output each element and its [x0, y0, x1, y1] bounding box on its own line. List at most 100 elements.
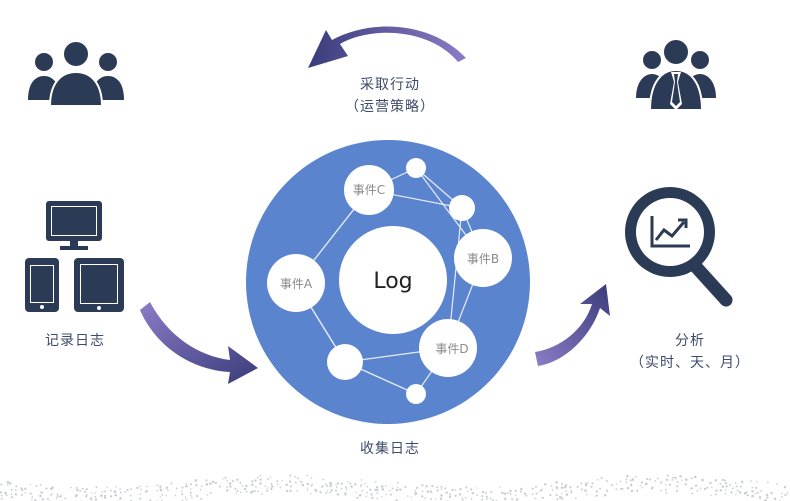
- wave-dot: [619, 487, 622, 490]
- wave-dot: [24, 492, 26, 494]
- wave-dot: [410, 496, 412, 499]
- wave-dot: [226, 479, 228, 482]
- wave-dot: [444, 487, 447, 490]
- wave-dot: [754, 492, 757, 495]
- wave-dot: [50, 487, 53, 490]
- wave-dot: [676, 489, 679, 492]
- wave-dot: [214, 481, 217, 485]
- wave-dot: [674, 476, 677, 480]
- wave-dot: [264, 485, 266, 487]
- wave-dot: [459, 487, 462, 491]
- wave-dot: [311, 483, 314, 486]
- wave-dot: [39, 494, 42, 498]
- wave-dot: [370, 493, 373, 496]
- wave-dot: [665, 484, 667, 486]
- wave-dot: [690, 487, 692, 490]
- wave-dot: [426, 490, 430, 493]
- wave-dot: [481, 490, 485, 494]
- wave-dot: [736, 489, 739, 492]
- wave-dot: [721, 485, 725, 488]
- wave-dot: [306, 487, 309, 489]
- wave-dot: [660, 489, 662, 492]
- wave-dot: [161, 494, 164, 496]
- wave-dot: [356, 496, 359, 499]
- wave-dot: [340, 483, 343, 485]
- wave-dot: [130, 488, 133, 491]
- wave-dot: [476, 494, 479, 497]
- wave-dot: [470, 488, 473, 491]
- wave-dot: [660, 481, 663, 484]
- wave-dot: [759, 498, 761, 500]
- wave-dot: [45, 487, 48, 490]
- wave-dot: [310, 492, 312, 495]
- wave-dot: [170, 482, 173, 485]
- small-node-top: [406, 158, 426, 178]
- wave-dot: [599, 487, 602, 490]
- wave-dot: [0, 483, 3, 486]
- wave-dot: [525, 494, 528, 497]
- wave-dot: [684, 478, 688, 481]
- wave-dot: [511, 498, 514, 501]
- wave-dot: [194, 479, 198, 482]
- wave-dot: [159, 496, 162, 498]
- wave-dot: [175, 487, 178, 490]
- wave-dot: [254, 479, 257, 482]
- wave-dot: [241, 485, 244, 487]
- wave-dot: [249, 491, 253, 494]
- wave-dot: [481, 498, 484, 501]
- left-arrow: [140, 302, 258, 384]
- wave-dot: [59, 495, 62, 498]
- wave-dot: [389, 489, 392, 492]
- wave-dot: [345, 486, 348, 489]
- event-c-node: [344, 165, 394, 215]
- wave-dot: [205, 483, 209, 486]
- wave-dot: [750, 480, 752, 482]
- wave-dot: [565, 493, 569, 496]
- wave-dot: [75, 486, 78, 490]
- wave-dot: [715, 489, 718, 492]
- wave-dot: [714, 479, 718, 482]
- wave-dot: [576, 485, 579, 488]
- event-a-label: 事件A: [280, 277, 313, 291]
- wave-dot: [414, 493, 417, 496]
- wave-dot: [767, 481, 769, 484]
- wave-dot: [756, 481, 758, 483]
- wave-dot: [464, 496, 467, 499]
- wave-dot: [490, 491, 493, 494]
- wave-dot: [270, 485, 274, 488]
- wave-dot: [376, 488, 379, 492]
- wave-dot: [595, 490, 599, 493]
- wave-dot: [399, 488, 402, 491]
- wave-dot: [541, 496, 544, 499]
- wave-dot: [251, 484, 254, 487]
- wave-dot: [288, 480, 292, 483]
- wave-dot: [259, 478, 262, 481]
- wave-dot: [371, 496, 374, 500]
- wave-dot: [94, 492, 97, 495]
- wave-dot: [360, 479, 363, 481]
- wave-dot: [266, 478, 269, 481]
- wave-dot: [196, 494, 199, 498]
- wave-dot: [139, 497, 142, 500]
- wave-dot: [556, 488, 558, 490]
- wave-dot: [189, 491, 192, 494]
- wave-dot: [451, 488, 454, 491]
- wave-dot: [699, 487, 702, 490]
- wave-dot: [35, 484, 38, 487]
- wave-dot: [751, 490, 754, 493]
- wave-dot: [741, 482, 744, 484]
- wave-dot: [211, 480, 215, 484]
- wave-dot: [115, 486, 117, 488]
- wave-dot: [619, 480, 622, 483]
- log-title: Log: [373, 269, 412, 294]
- wave-dot: [76, 489, 79, 492]
- wave-dot: [514, 494, 517, 497]
- log-node: [339, 226, 447, 334]
- wave-dot: [773, 497, 777, 501]
- wave-dot: [421, 495, 424, 498]
- wave-dot: [190, 488, 192, 490]
- wave-dot: [279, 486, 282, 489]
- wave-dot: [746, 494, 749, 497]
- wave-dot: [631, 478, 635, 481]
- wave-dot: [586, 493, 588, 496]
